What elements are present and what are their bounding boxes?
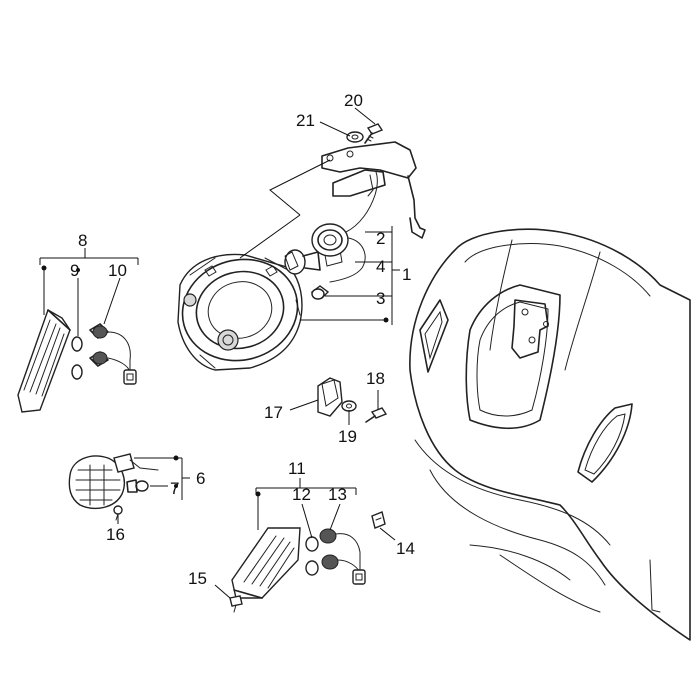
callout-7: 7 (170, 479, 179, 498)
leader-lines (39, 107, 400, 599)
callout-10: 10 (108, 261, 127, 280)
washer-19 (341, 400, 357, 412)
screw-18 (365, 407, 388, 423)
callout-21: 21 (296, 111, 315, 130)
right-turn-lens (231, 527, 301, 599)
callout-19: 19 (338, 427, 357, 446)
callout-3: 3 (376, 289, 385, 308)
bulb-3 (310, 285, 330, 300)
callout-2: 2 (376, 229, 385, 248)
callout-8: 8 (78, 231, 87, 250)
callout-13: 13 (328, 485, 347, 504)
screw-15 (229, 595, 243, 613)
callout-15: 15 (188, 569, 207, 588)
callout-6: 6 (196, 469, 205, 488)
headlamp-bracket (321, 141, 426, 239)
callout-1: 1 (402, 265, 411, 284)
callout-9: 9 (70, 261, 79, 280)
bulbs-12-13 (305, 528, 366, 585)
bulb-7 (126, 479, 149, 493)
clip-14 (371, 511, 386, 529)
left-turn-lens (17, 308, 71, 413)
callout-4: 4 (376, 257, 385, 276)
callout-17: 17 (264, 403, 283, 422)
side-light-6 (68, 453, 159, 509)
bolt-20 (364, 123, 384, 144)
front-shield (409, 228, 691, 641)
callout-20: 20 (344, 91, 363, 110)
leader-dots (41, 265, 389, 497)
cap-2 (311, 171, 378, 283)
callout-12: 12 (292, 485, 311, 504)
bulb-4 (284, 249, 343, 275)
callout-14: 14 (396, 539, 415, 558)
callout-11: 11 (288, 459, 306, 478)
callout-18: 18 (366, 369, 385, 388)
left-bulbs-9-10 (71, 323, 137, 385)
callout-labels: 20 21 2 4 1 3 8 9 10 18 17 19 6 7 16 11 … (70, 91, 415, 588)
washer-21 (346, 131, 364, 143)
headlamp-housing (177, 253, 303, 371)
callout-16: 16 (106, 525, 125, 544)
clip-17 (317, 377, 343, 417)
